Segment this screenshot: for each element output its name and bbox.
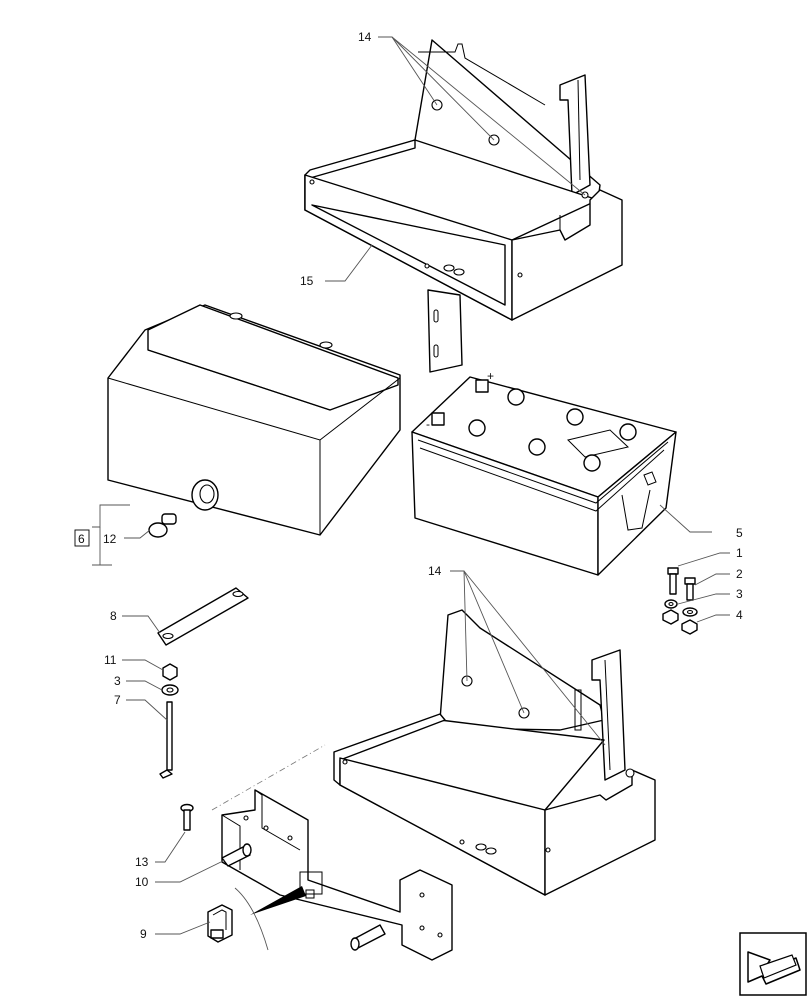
- detail-pointer: [250, 886, 306, 915]
- negative-sign: -: [426, 417, 430, 431]
- callout-14-bottom: 14: [428, 564, 442, 578]
- callout-2: 2: [736, 567, 743, 581]
- positive-sign: +: [487, 369, 494, 383]
- callout-3-right: 3: [736, 587, 743, 601]
- callout-12: 12: [103, 532, 117, 546]
- battery-cover: [107, 304, 401, 536]
- cover-knob: [148, 513, 177, 538]
- assembly-centerline: [211, 744, 326, 811]
- callout-4: 4: [736, 608, 743, 622]
- callout-9: 9: [140, 927, 147, 941]
- callout-10: 10: [135, 875, 149, 889]
- callout-6: 6: [78, 532, 85, 546]
- battery-terminal-positive: [475, 379, 489, 393]
- callout-8: 8: [110, 609, 117, 623]
- callout-3-left: 3: [114, 674, 121, 688]
- battery: + -: [411, 369, 677, 576]
- arrow-icon[interactable]: [739, 932, 807, 996]
- bolt-13: [180, 803, 194, 831]
- hold-down-strap: [157, 587, 249, 646]
- callout-15: 15: [300, 274, 314, 288]
- callout-labels: 14 15 6 12 5 1 2 3 4 14 8 11 3 7 13 10 9: [74, 30, 743, 941]
- battery-terminal-negative: [431, 412, 445, 426]
- callout-1: 1: [736, 546, 743, 560]
- bolts-and-washers-right: [662, 567, 698, 635]
- fastener-clip: [207, 904, 233, 943]
- upper-battery-tray: [304, 39, 623, 373]
- callout-5: 5: [736, 526, 743, 540]
- callout-6-box: [74, 529, 90, 547]
- leader-lines: [92, 36, 730, 951]
- callout-11: 11: [104, 653, 117, 667]
- j-bolt-assembly: [159, 663, 179, 779]
- callout-7: 7: [114, 693, 121, 707]
- mounting-bracket: [221, 789, 453, 961]
- callout-13: 13: [135, 855, 149, 869]
- lower-battery-tray: [333, 609, 656, 896]
- callout-14-top: 14: [358, 30, 372, 44]
